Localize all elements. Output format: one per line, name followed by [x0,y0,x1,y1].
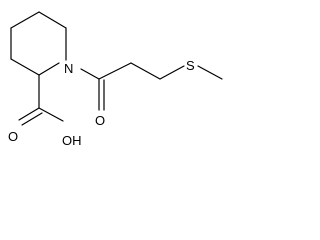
acid-carbonyl-bond-2 [21,112,43,126]
ring-bond-3 [10,58,40,76]
s-methyl-bond [197,65,223,80]
molecule-canvas: N S O OH O [8,11,223,148]
n-to-carbonyl-bond [80,68,100,80]
acid-c-oh-bond [38,107,64,122]
acid-carbonyl-bond-1 [18,107,40,121]
nitrogen-atom-label: N [64,61,73,76]
structure-diagram: N S O OH O [8,11,223,148]
ring-bond-1 [10,11,40,29]
acid-oh-atom-label: OH [62,133,82,148]
amide-oxygen-atom-label: O [95,113,105,128]
ring-bond-6 [38,62,60,76]
chain-bond-1 [98,62,132,80]
ring-bond-4 [38,11,67,29]
acid-oxygen-atom-label: O [8,129,18,144]
sulfur-atom-label: S [186,58,195,73]
chain-bond-2 [130,62,161,80]
chain-bond-3 [159,65,185,80]
